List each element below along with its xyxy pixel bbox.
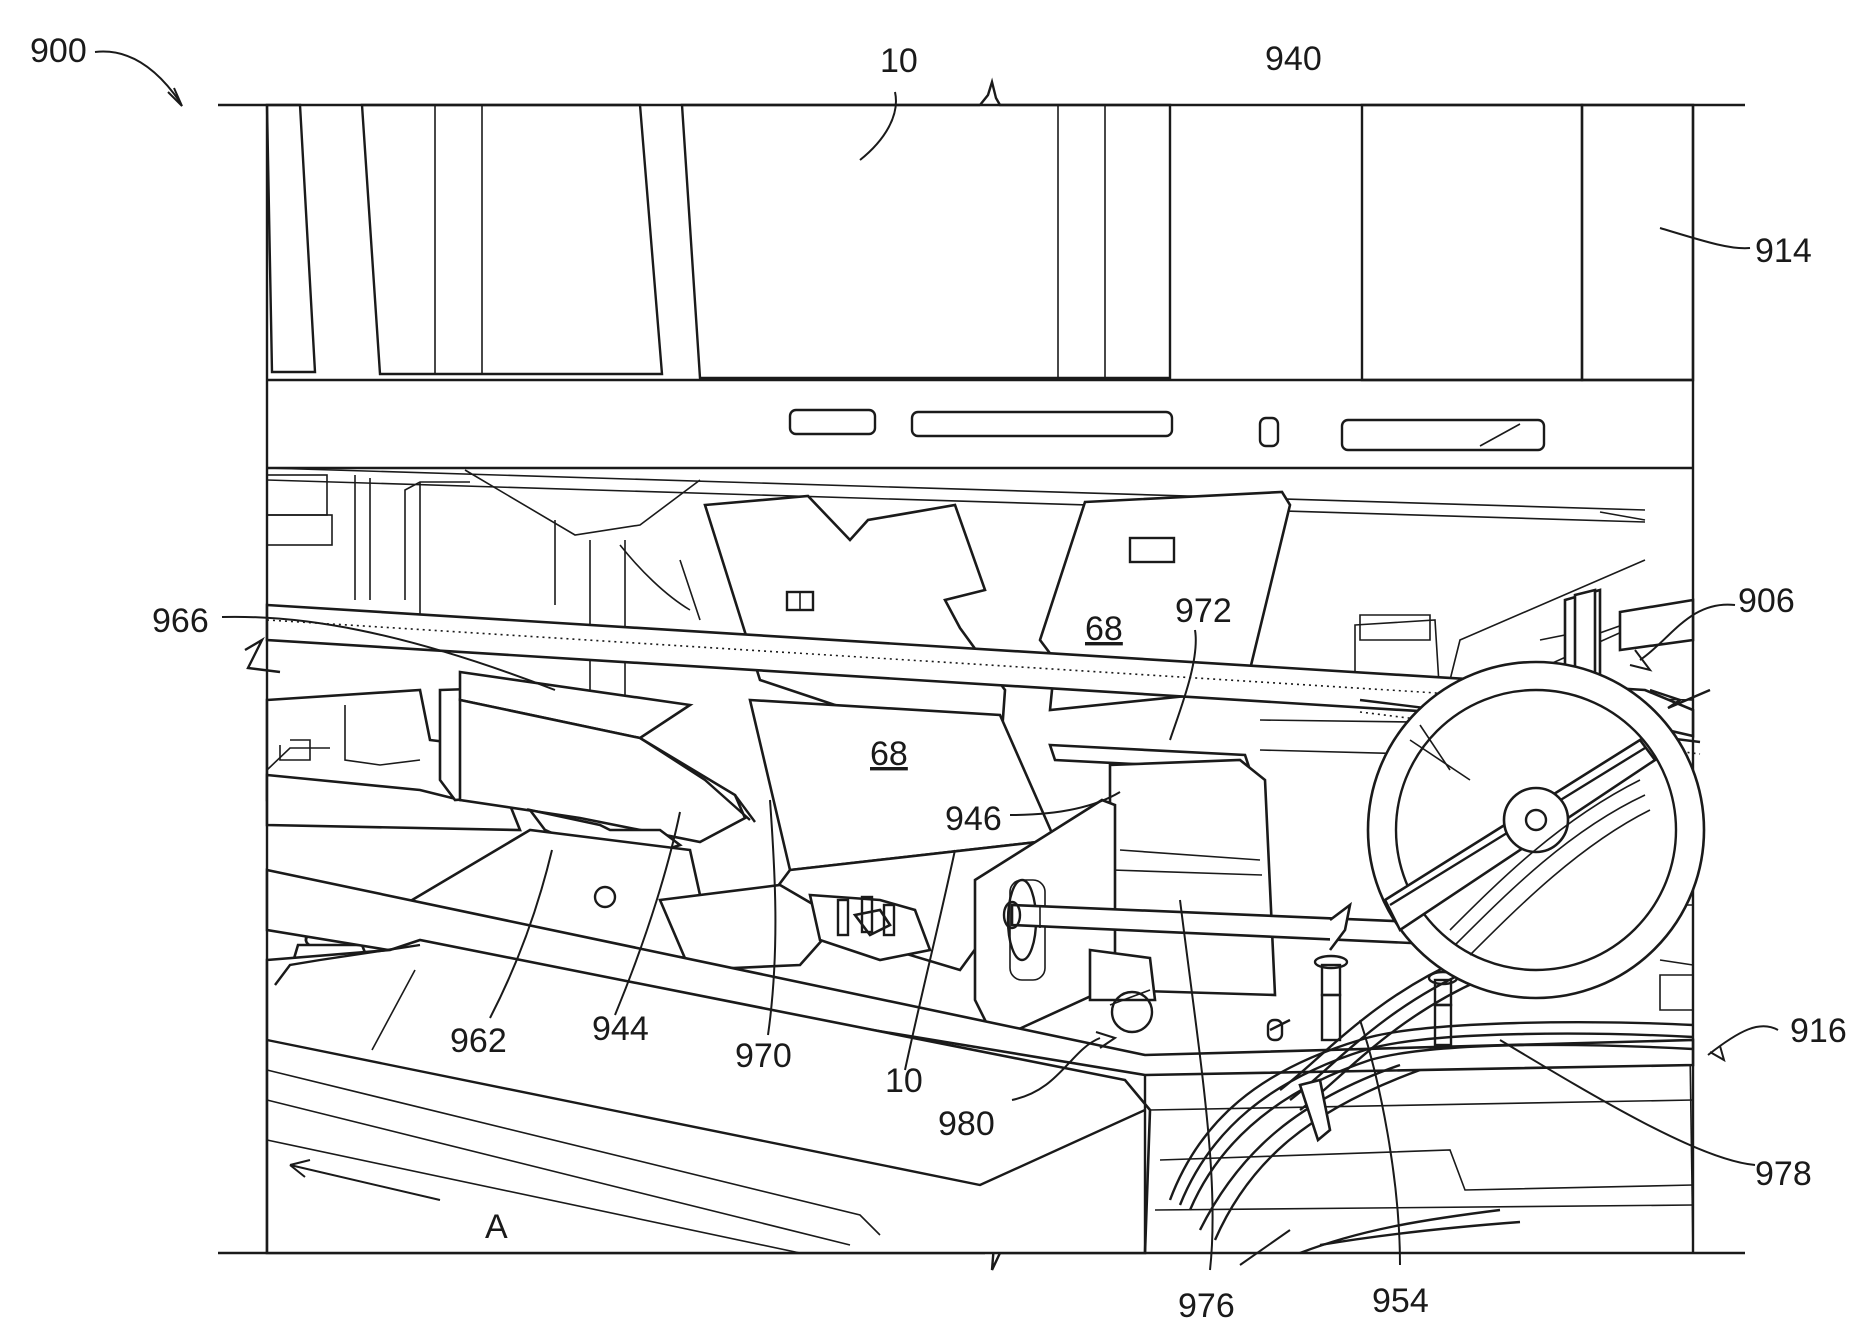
label-944: 944 — [592, 1010, 649, 1048]
stack-right — [1362, 105, 1582, 380]
label-972: 972 — [1175, 592, 1232, 630]
label-962: 962 — [450, 1022, 507, 1060]
label-980: 980 — [938, 1105, 995, 1143]
label-10-top: 10 — [880, 42, 918, 80]
stack-center — [682, 105, 1170, 378]
sheet-stacks — [267, 105, 1693, 380]
label-966: 966 — [152, 602, 209, 640]
label-946: 946 — [945, 800, 1002, 838]
stack-right-dense — [1582, 105, 1693, 380]
label-978: 978 — [1755, 1155, 1812, 1193]
label-900: 900 — [30, 32, 87, 70]
stack-far-left — [267, 105, 315, 372]
bar-slots — [790, 410, 1544, 450]
label-940: 940 — [1265, 40, 1322, 78]
label-68-upper: 68 — [1085, 610, 1123, 648]
label-954: 954 — [1372, 1282, 1429, 1320]
stack-left — [362, 105, 662, 374]
label-976: 976 — [1178, 1287, 1235, 1325]
label-914: 914 — [1755, 232, 1812, 270]
label-970: 970 — [735, 1037, 792, 1075]
pulley-wheel — [1368, 662, 1704, 998]
label-10-bottom: 10 — [885, 1062, 923, 1100]
label-A: A — [485, 1208, 508, 1246]
label-906: 906 — [1738, 582, 1795, 620]
label-68-lower: 68 — [870, 735, 908, 773]
label-916: 916 — [1790, 1012, 1847, 1050]
